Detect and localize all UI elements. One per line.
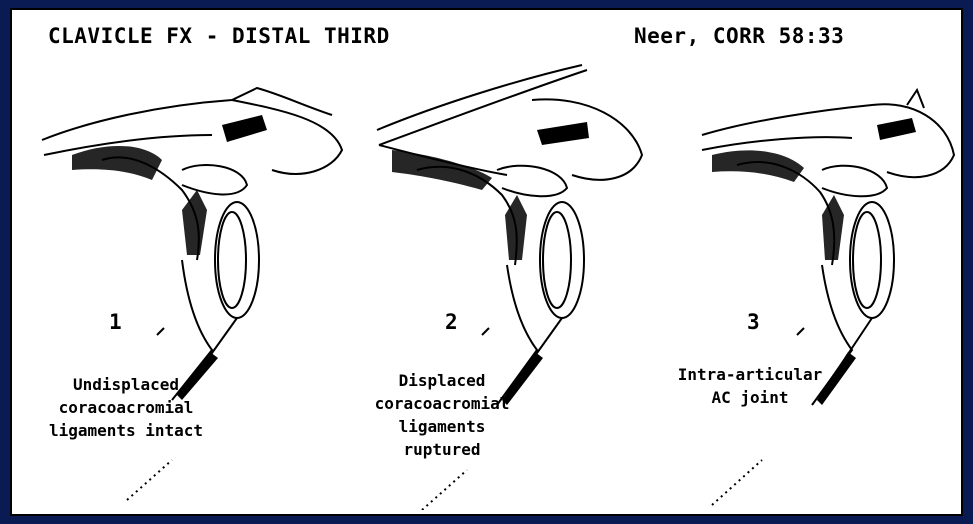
shoulder-illustration-3 bbox=[672, 60, 962, 510]
panel-number-3: 3 bbox=[747, 310, 760, 334]
caption-panel-3: Intra-articular AC joint bbox=[660, 363, 840, 409]
caption-line: Undisplaced bbox=[26, 373, 226, 396]
caption-line: coracoacromial bbox=[26, 396, 226, 419]
caption-line: AC joint bbox=[660, 386, 840, 409]
caption-line: Intra-articular bbox=[660, 363, 840, 386]
caption-panel-2: Displaced coracoacromial ligaments ruptu… bbox=[352, 369, 532, 461]
caption-line: ruptured bbox=[352, 438, 532, 461]
diagram-title: CLAVICLE FX - DISTAL THIRD bbox=[48, 24, 390, 48]
panel-number-2: 2 bbox=[445, 310, 458, 334]
caption-line: ligaments bbox=[352, 415, 532, 438]
caption-line: ligaments intact bbox=[26, 419, 226, 442]
panel-number-1: 1 bbox=[109, 310, 122, 334]
caption-line: Displaced bbox=[352, 369, 532, 392]
shoulder-illustration-1 bbox=[32, 60, 352, 510]
caption-panel-1: Undisplaced coracoacromial ligaments int… bbox=[26, 373, 226, 442]
diagram-frame: CLAVICLE FX - DISTAL THIRD Neer, CORR 58… bbox=[10, 8, 963, 516]
caption-line: coracoacromial bbox=[352, 392, 532, 415]
citation-text: Neer, CORR 58:33 bbox=[634, 24, 844, 48]
